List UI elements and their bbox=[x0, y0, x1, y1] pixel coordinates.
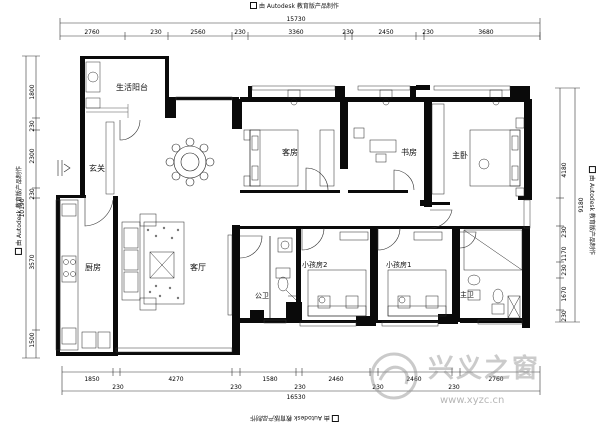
dim-bottom-seg: 230 bbox=[294, 384, 306, 391]
room-labels: 生活阳台 玄关 厨房 客厅 客房 书房 主卧 小孩房2 小孩房1 公卫 主卫 bbox=[85, 82, 474, 300]
dim-top-seg: 230 bbox=[150, 29, 162, 36]
room-label-kids-room-1: 小孩房1 bbox=[386, 260, 411, 269]
dim-right-seg: 4180 bbox=[561, 162, 568, 177]
autodesk-note-top: 由 Autodesk 教育版产品制作 bbox=[250, 1, 339, 10]
guest-bed bbox=[243, 129, 335, 187]
dim-left-seg: 1800 bbox=[29, 84, 36, 99]
dim-bottom-seg: 230 bbox=[230, 384, 242, 391]
kids-room-1-bed bbox=[387, 231, 447, 317]
rug-pattern bbox=[146, 226, 180, 300]
site-logo-icon bbox=[370, 352, 418, 400]
dim-top-total: 15730 bbox=[286, 16, 305, 23]
sofa-set bbox=[121, 213, 233, 316]
dim-bottom-seg: 1580 bbox=[262, 376, 277, 383]
entrance-arrow bbox=[57, 160, 71, 176]
dim-left-seg: 2300 bbox=[29, 148, 36, 163]
dim-left-seg: 3570 bbox=[29, 254, 36, 269]
kids-room-2-bed bbox=[307, 231, 369, 317]
room-label-kitchen: 厨房 bbox=[85, 262, 101, 272]
dim-right-labels: 9180 4180 230 1170 230 1670 230 bbox=[561, 162, 585, 322]
autodesk-note-text: 由 Autodesk 教育版产品制作 bbox=[587, 175, 595, 255]
autodesk-note-bottom: 由 Autodesk 教育版产品制作 bbox=[250, 414, 339, 423]
dim-bottom-seg: 230 bbox=[448, 384, 460, 391]
autodesk-note-left: 由 Autodesk 教育版产品制作 bbox=[14, 166, 23, 255]
room-label-kids-room-2: 小孩房2 bbox=[302, 260, 327, 269]
dim-top-seg: 2450 bbox=[378, 29, 393, 36]
left-dimension-chain bbox=[22, 55, 40, 359]
autodesk-logo-icon bbox=[14, 247, 22, 255]
dim-left-total: 10190 bbox=[19, 198, 26, 217]
room-label-public-bath: 公卫 bbox=[255, 292, 269, 300]
autodesk-logo-icon bbox=[331, 415, 339, 422]
dim-bottom-seg: 2460 bbox=[328, 376, 343, 383]
guest-desk-chair bbox=[287, 89, 301, 106]
dim-bottom-seg: 230 bbox=[112, 384, 124, 391]
autodesk-logo-icon bbox=[588, 166, 596, 174]
autodesk-note-text: 由 Autodesk 教育版产品制作 bbox=[15, 166, 23, 246]
master-bed bbox=[431, 89, 525, 197]
dining-table bbox=[165, 137, 215, 187]
doors bbox=[84, 119, 477, 259]
kitchen-counter bbox=[59, 199, 111, 351]
site-watermark-cn: 兴义之窗 bbox=[428, 354, 541, 384]
dim-right-seg: 1170 bbox=[561, 246, 568, 261]
dim-left-seg: 1500 bbox=[29, 332, 36, 347]
room-label-living-room: 客厅 bbox=[190, 262, 206, 272]
balcony-railing bbox=[86, 104, 129, 118]
bottom-dimension-chain bbox=[61, 366, 541, 395]
dim-top-seg: 2760 bbox=[84, 29, 99, 36]
right-dimension-chain bbox=[555, 87, 580, 323]
dim-bottom-seg: 230 bbox=[372, 384, 384, 391]
master-bath-fixtures bbox=[463, 229, 523, 319]
dim-top-seg: 3360 bbox=[288, 29, 303, 36]
room-label-utility-balcony: 生活阳台 bbox=[116, 82, 148, 92]
dim-right-seg: 1670 bbox=[561, 286, 568, 301]
dim-top-segment-labels: 2760 230 2560 230 3360 230 2450 230 3680 bbox=[84, 29, 493, 36]
dim-right-seg: 230 bbox=[561, 226, 568, 238]
dim-left-labels: 10190 1800 230 2300 230 3570 1500 bbox=[19, 84, 36, 347]
dim-bottom-seg: 2760 bbox=[488, 376, 503, 383]
autodesk-note-text: 由 Autodesk 教育版产品制作 bbox=[250, 414, 330, 421]
dim-right-seg: 230 bbox=[561, 264, 568, 276]
site-watermark-url: www.xyzc.cn bbox=[440, 395, 505, 406]
dim-top-seg: 230 bbox=[422, 29, 434, 36]
dim-left-seg: 230 bbox=[29, 120, 36, 132]
autodesk-logo-icon bbox=[250, 2, 257, 9]
public-bath-fixtures bbox=[275, 237, 297, 301]
walls bbox=[56, 56, 532, 356]
dim-top-seg: 3680 bbox=[478, 29, 493, 36]
washing-machine bbox=[85, 61, 101, 109]
room-label-study: 书房 bbox=[401, 147, 417, 157]
room-label-master-bath: 主卫 bbox=[460, 290, 474, 299]
dim-left-seg: 230 bbox=[29, 188, 36, 200]
dim-bottom-seg: 1850 bbox=[84, 376, 99, 383]
room-label-guest-room: 客房 bbox=[282, 147, 298, 157]
dim-top-seg: 2560 bbox=[190, 29, 205, 36]
room-label-foyer: 玄关 bbox=[89, 163, 105, 173]
shoe-cabinet bbox=[105, 121, 115, 195]
dim-top-seg: 230 bbox=[342, 29, 354, 36]
study-desk bbox=[353, 89, 397, 163]
room-label-master-bedroom: 主卧 bbox=[452, 150, 468, 160]
dim-bottom-seg: 4270 bbox=[168, 376, 183, 383]
autodesk-note-text: 由 Autodesk 教育版产品制作 bbox=[259, 3, 339, 10]
dim-bottom-seg: 2460 bbox=[406, 376, 421, 383]
autodesk-note-right: 由 Autodesk 教育版产品制作 bbox=[588, 166, 597, 255]
dim-right-total: 9180 bbox=[578, 197, 585, 212]
dim-top-seg: 230 bbox=[234, 29, 246, 36]
top-dimension-chain bbox=[59, 18, 541, 40]
dim-bottom-segment-labels: 1850 230 4270 230 1580 230 2460 230 2460… bbox=[84, 376, 503, 391]
dim-right-seg: 230 bbox=[561, 310, 568, 322]
dim-bottom-total: 16530 bbox=[286, 394, 305, 401]
